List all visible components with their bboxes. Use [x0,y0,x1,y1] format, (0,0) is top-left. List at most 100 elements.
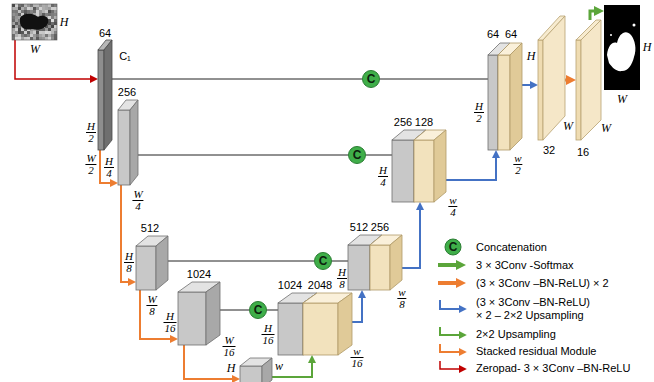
sar-texture [54,10,57,13]
legend-text: Concatenation [476,241,547,254]
sar-texture [21,4,24,7]
sar-texture [18,10,21,13]
sar-texture [27,4,30,7]
concat-symbol-text: C [449,241,458,253]
input-image-outline [12,4,57,40]
sar-texture [51,13,54,16]
output-mask-outline [604,5,640,90]
sar-texture [12,22,15,25]
legend-text: 3 × 3Conv -Softmax [476,259,574,272]
block-front [98,50,104,150]
size-label: W [601,122,611,134]
legend-text: Zeropad- 3 × 3Conv –BN-ReLU [476,362,630,375]
sar-texture [54,4,57,7]
concat-symbol-text: C [319,255,328,267]
concat-symbol [363,71,380,88]
sar-texture [12,16,15,19]
sar-texture [54,34,57,37]
block-side [581,20,601,140]
sar-texture [51,31,54,34]
encoder-block: 1024H 16W 16 [178,282,220,345]
sar-texture [21,28,24,31]
size-label: W 16 [223,334,236,358]
size-label: W 4 [132,188,143,212]
sar-texture [42,37,45,40]
sar-texture [12,7,15,10]
connector [380,79,488,80]
sar-texture [39,4,42,7]
sar-texture [15,31,18,34]
sar-texture [33,34,36,37]
connector [590,11,598,20]
sar-texture [30,37,33,40]
connector [220,310,249,311]
size-label: W [563,120,573,132]
sar-texture [15,19,18,22]
output-layer: H32W [538,16,565,140]
size-label: W 8 [146,293,157,317]
sar-texture [54,28,57,31]
connector [565,79,570,82]
encoder-block-outline [98,40,112,150]
concat-node: C [348,146,366,164]
concat-symbol [349,147,366,164]
sar-texture [39,7,42,10]
block-side [262,358,272,382]
sar-texture [36,37,39,40]
concat-symbol-text: C [367,73,376,85]
channel-count: 64 [487,28,499,40]
conv-arrow [438,281,460,285]
sar-texture [18,37,21,40]
block-front [576,40,581,140]
sar-texture [15,13,18,16]
sar-texture [18,31,21,34]
sar-texture [42,7,45,10]
size-label: H [60,16,69,28]
oil-spill [20,14,48,30]
sar-texture [51,16,54,19]
sar-texture [51,37,54,40]
sar-texture [39,10,42,13]
sar-texture [15,37,18,40]
decoder-block: 512256H 8w 8 [348,235,402,290]
encoder-block: 64C₁H 2W 2 [98,40,112,150]
connector [168,261,314,262]
sar-texture [21,34,24,37]
decoder-block-outline [392,130,446,202]
channel-count: 256 [118,86,136,98]
size-label: w 16 [351,345,364,369]
connector [366,155,392,156]
sar-texture [27,31,30,34]
size-label: H 2 [86,120,96,144]
sar-texture [54,22,57,25]
encoder-block-outline [136,236,168,290]
sar-texture [27,37,30,40]
sar-texture [39,34,42,37]
sar-texture [45,7,48,10]
size-label: w 8 [397,286,406,310]
sar-texture [24,4,27,7]
sar-texture [36,13,39,16]
connector [100,150,113,183]
sar-texture [48,37,51,40]
sar-texture [27,7,30,10]
connector [272,360,312,377]
size-label: H [227,362,236,374]
sar-texture [45,37,48,40]
sar-texture [42,10,45,13]
sar-texture [21,7,24,10]
sar-texture [15,16,18,19]
channel-count: 64 [99,27,111,39]
sar-texture [33,37,36,40]
residual-arrow [440,344,462,352]
sar-texture [30,34,33,37]
size-label: W 2 [85,152,96,176]
sar-texture [36,10,39,13]
sar-texture [33,31,36,34]
output-layer-outline [576,20,601,140]
sar-texture [42,4,45,7]
sar-texture [36,4,39,7]
channel-count: 1024 [187,268,211,280]
sar-texture [33,7,36,10]
sar-texture [51,10,54,13]
